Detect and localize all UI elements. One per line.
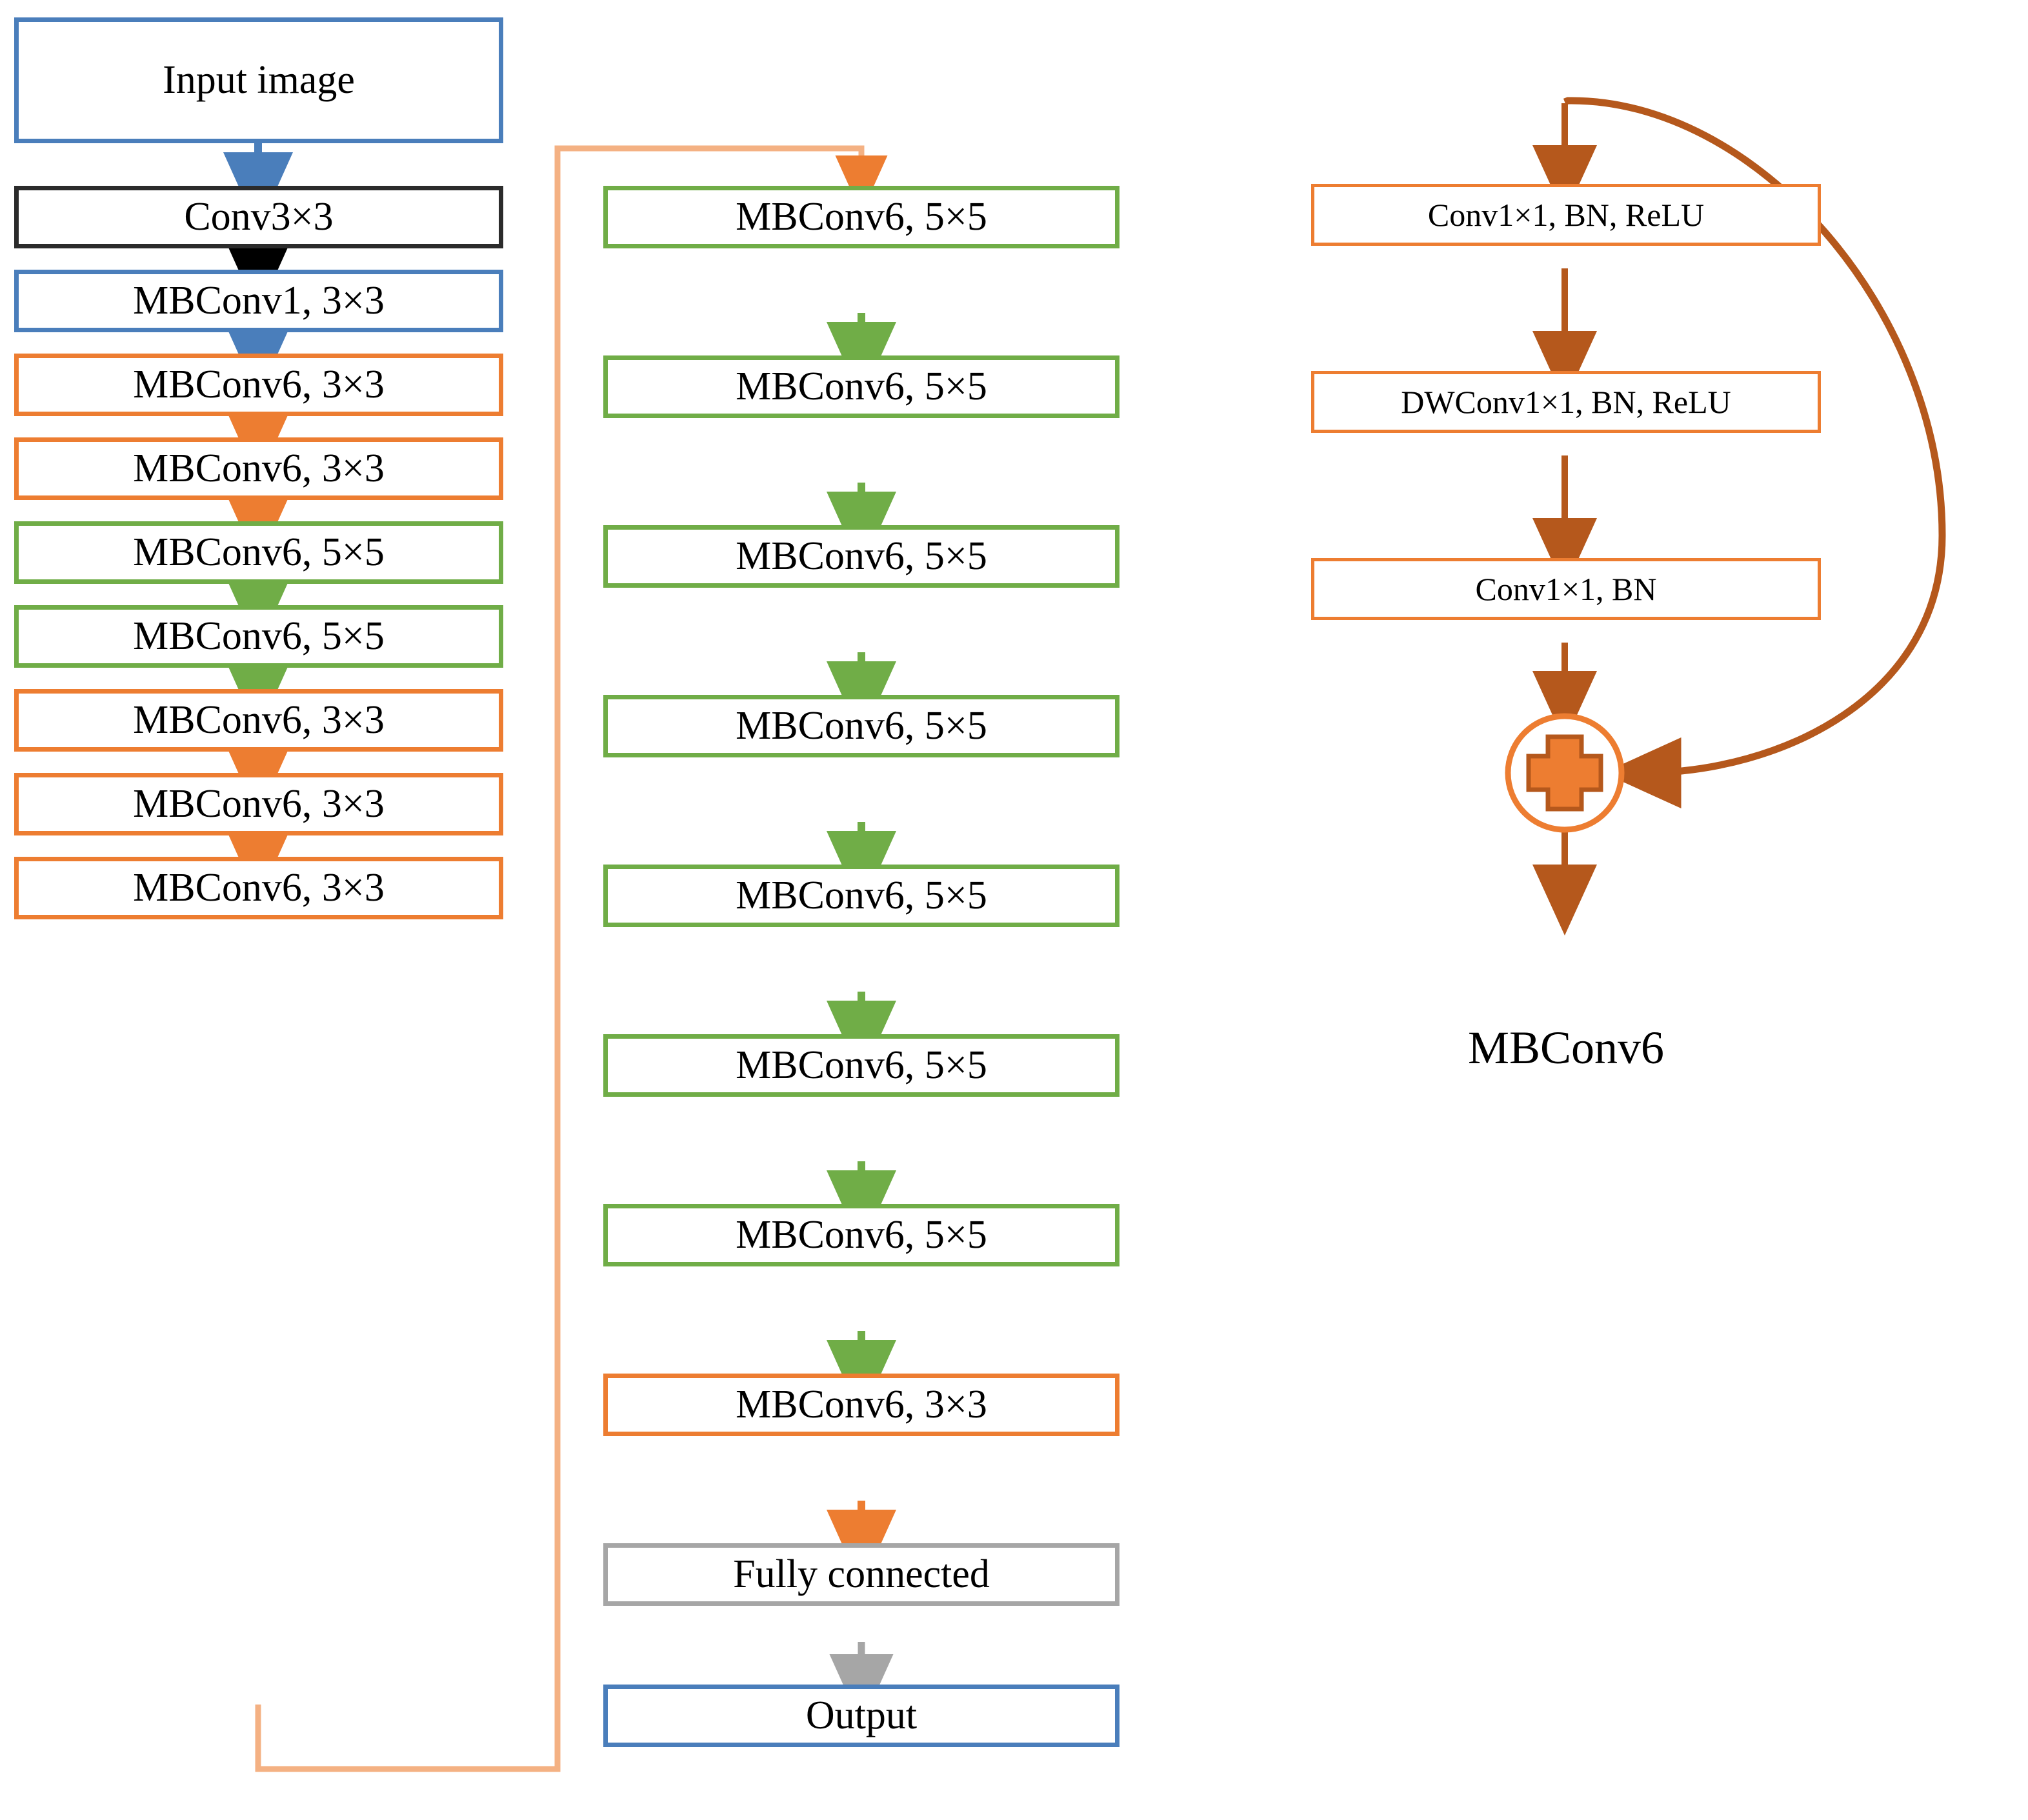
node-label: Input image	[163, 57, 355, 102]
node-label: MBConv6, 5×5	[736, 194, 987, 239]
node-label: MBConv6, 5×5	[736, 873, 987, 917]
node-label: MBConv6, 5×5	[736, 703, 987, 748]
node-input-image[interactable]: Input image	[14, 17, 503, 143]
node-mbconv6-5x5-a[interactable]: MBConv6, 5×5	[14, 521, 503, 584]
node-conv1x1-bn-relu[interactable]: Conv1×1, BN, ReLU	[1311, 184, 1821, 246]
node-mbconv6-3x3-f[interactable]: MBConv6, 3×3	[603, 1374, 1119, 1436]
node-mbconv6-5x5-e[interactable]: MBConv6, 5×5	[603, 525, 1119, 588]
node-mbconv6-5x5-d[interactable]: MBConv6, 5×5	[603, 355, 1119, 418]
node-label: MBConv6, 3×3	[736, 1382, 987, 1426]
node-label: MBConv6, 5×5	[736, 1212, 987, 1257]
node-label: MBConv6, 5×5	[736, 1043, 987, 1087]
caption-label: MBConv6	[1467, 1022, 1665, 1074]
node-mbconv6-5x5-b[interactable]: MBConv6, 5×5	[14, 605, 503, 668]
node-output[interactable]: Output	[603, 1685, 1119, 1747]
node-label: Conv3×3	[184, 194, 334, 239]
plus-icon	[1526, 734, 1603, 812]
node-mbconv6-5x5-f[interactable]: MBConv6, 5×5	[603, 695, 1119, 757]
node-label: Fully connected	[733, 1552, 990, 1596]
node-label: MBConv6, 5×5	[736, 364, 987, 408]
node-label: MBConv6, 5×5	[736, 534, 987, 578]
node-mbconv6-3x3-b[interactable]: MBConv6, 3×3	[14, 437, 503, 500]
node-mbconv6-3x3-e[interactable]: MBConv6, 3×3	[14, 857, 503, 919]
node-mbconv6-3x3-c[interactable]: MBConv6, 3×3	[14, 689, 503, 752]
node-label: MBConv1, 3×3	[133, 278, 385, 323]
node-label: MBConv6, 5×5	[133, 530, 385, 574]
node-conv1x1-bn[interactable]: Conv1×1, BN	[1311, 558, 1821, 620]
node-label: MBConv6, 3×3	[133, 781, 385, 826]
node-dwconv1x1-bn-relu[interactable]: DWConv1×1, BN, ReLU	[1311, 371, 1821, 433]
mbconv6-caption: MBConv6	[1311, 1013, 1821, 1084]
node-mbconv6-3x3-d[interactable]: MBConv6, 3×3	[14, 773, 503, 835]
node-label: MBConv6, 3×3	[133, 697, 385, 742]
node-label: Conv1×1, BN	[1475, 570, 1657, 607]
node-label: MBConv6, 3×3	[133, 446, 385, 490]
node-conv3x3[interactable]: Conv3×3	[14, 186, 503, 248]
node-label: Conv1×1, BN, ReLU	[1427, 196, 1705, 233]
node-label: MBConv6, 3×3	[133, 362, 385, 406]
node-label: MBConv6, 3×3	[133, 865, 385, 910]
residual-add-circle	[1505, 713, 1625, 833]
node-mbconv6-5x5-g[interactable]: MBConv6, 5×5	[603, 865, 1119, 927]
node-mbconv1-3x3[interactable]: MBConv1, 3×3	[14, 270, 503, 332]
node-label: DWConv1×1, BN, ReLU	[1401, 383, 1731, 420]
node-mbconv6-3x3-a[interactable]: MBConv6, 3×3	[14, 354, 503, 416]
node-mbconv6-5x5-c[interactable]: MBConv6, 5×5	[603, 186, 1119, 248]
node-label: MBConv6, 5×5	[133, 614, 385, 658]
node-mbconv6-5x5-h[interactable]: MBConv6, 5×5	[603, 1034, 1119, 1097]
node-fully-connected[interactable]: Fully connected	[603, 1543, 1119, 1606]
node-mbconv6-5x5-i[interactable]: MBConv6, 5×5	[603, 1204, 1119, 1266]
node-label: Output	[805, 1693, 918, 1737]
